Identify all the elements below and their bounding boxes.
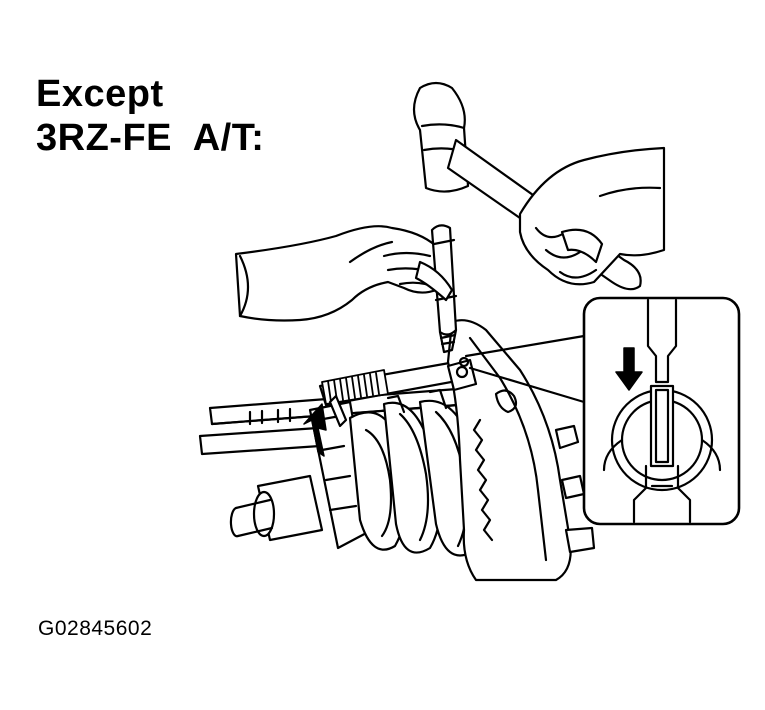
diagram-heading: Except 3RZ-FE A/T: bbox=[36, 72, 264, 160]
shaft-assembly bbox=[198, 319, 596, 582]
detail-inset bbox=[582, 296, 741, 526]
callout-leader-bottom bbox=[468, 366, 586, 404]
right-hand bbox=[518, 146, 666, 286]
left-hand bbox=[234, 225, 447, 322]
heading-line-1: Except bbox=[36, 73, 164, 115]
callout-leader-top bbox=[464, 334, 586, 358]
arrow-up-icon bbox=[303, 403, 327, 457]
heading-line-2: 3RZ-FE A/T: bbox=[36, 117, 265, 159]
figure-id: G02845602 bbox=[38, 617, 153, 640]
arrow-down-icon bbox=[615, 347, 643, 391]
spring-coil bbox=[321, 369, 389, 405]
